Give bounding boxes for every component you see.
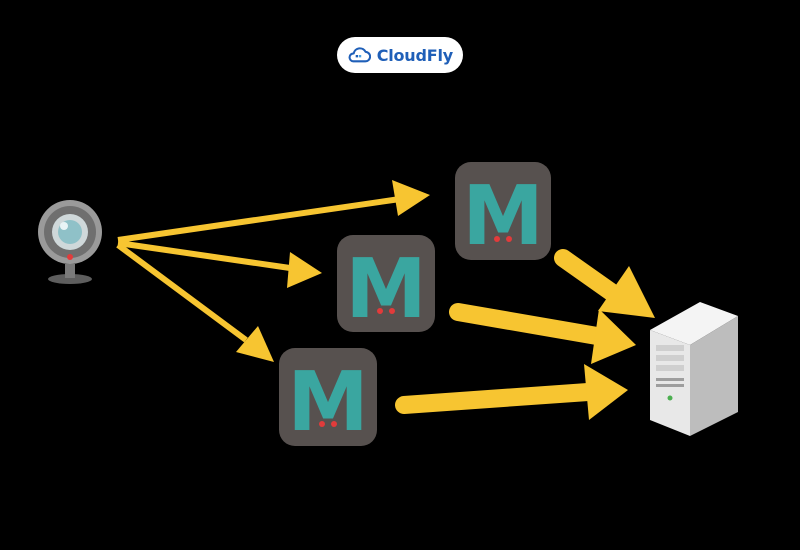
memcached-node-3: M bbox=[279, 348, 377, 450]
cloudfly-logo: CloudFly bbox=[337, 37, 463, 73]
memcached-node-1-eye-right bbox=[506, 236, 512, 242]
arrowhead-memcached-2-to-server bbox=[591, 309, 636, 364]
memcached-node-2-glyph: M bbox=[345, 242, 427, 337]
memcached-node-1: M bbox=[455, 162, 551, 264]
arrow-memcached-1-to-server bbox=[554, 249, 623, 303]
arrows-cache-to-server bbox=[395, 249, 655, 420]
memcached-node-1-eye-left bbox=[494, 236, 500, 242]
arrowhead-webcam-to-memcached-3 bbox=[236, 326, 274, 362]
arrow-webcam-to-memcached-3 bbox=[116, 242, 248, 343]
webcam-icon bbox=[38, 200, 102, 284]
memcached-node-2-eye-right bbox=[389, 308, 395, 314]
arrowhead-memcached-3-to-server bbox=[584, 364, 628, 420]
arrowhead-webcam-to-memcached-2 bbox=[287, 252, 322, 288]
memcached-node-3-glyph: M bbox=[287, 355, 369, 450]
arrowhead-webcam-to-memcached-1 bbox=[392, 180, 430, 216]
arrow-memcached-3-to-server bbox=[395, 383, 597, 414]
memcached-node-2: M bbox=[337, 235, 435, 337]
server-tower-icon bbox=[650, 302, 738, 436]
arrow-webcam-to-memcached-1 bbox=[117, 196, 401, 243]
cloud-icon bbox=[348, 47, 371, 63]
arrow-memcached-2-to-server bbox=[449, 303, 606, 345]
logo-text: CloudFly bbox=[376, 45, 454, 65]
arrow-webcam-to-memcached-2 bbox=[117, 240, 291, 271]
memcached-node-3-eye-right bbox=[331, 421, 337, 427]
arrows-webcam-to-cache bbox=[116, 180, 430, 362]
memcached-node-1-glyph: M bbox=[462, 169, 544, 264]
memcached-node-3-eye-left bbox=[319, 421, 325, 427]
memcached-node-2-eye-left bbox=[377, 308, 383, 314]
arrowhead-memcached-1-to-server bbox=[598, 266, 655, 318]
